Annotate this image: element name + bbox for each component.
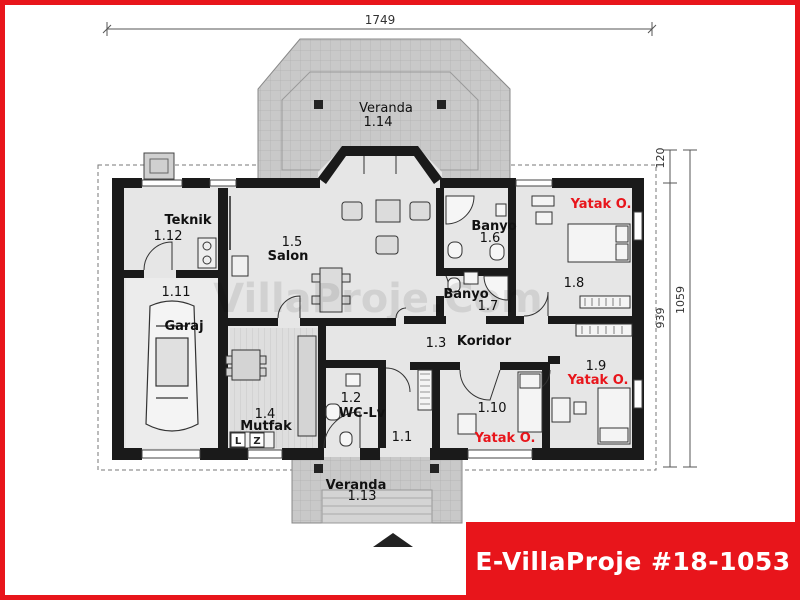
dimension-right-top: 120 bbox=[654, 148, 667, 169]
room-number-mutfak: 1.4 bbox=[255, 407, 276, 422]
boiler-icon bbox=[197, 237, 217, 269]
brand-label: E-VillaProje #18-1053 bbox=[475, 546, 791, 576]
dimension-top-width: 1749 bbox=[365, 13, 396, 27]
room-number-salon: 1.5 bbox=[282, 235, 303, 250]
entrance-arrow-icon bbox=[373, 533, 413, 547]
appliance-label-l: L bbox=[235, 436, 242, 447]
watermark: VillaProje.Com bbox=[213, 276, 542, 322]
pillar-icon bbox=[430, 464, 439, 473]
room-number-garaj: 1.11 bbox=[162, 285, 191, 300]
room-number-yatak-2: 1.9 bbox=[586, 359, 607, 374]
room-number-wc: 1.2 bbox=[341, 391, 362, 406]
windows bbox=[141, 179, 643, 459]
appliance-label-z: Z bbox=[253, 436, 260, 447]
room-name-mutfak: Mutfak bbox=[240, 419, 292, 434]
room-name-salon: Salon bbox=[268, 249, 309, 264]
chimney bbox=[143, 152, 175, 180]
room-name-banyo-1: Banyo bbox=[471, 219, 516, 234]
pillar-icon bbox=[314, 464, 323, 473]
dimension-lines bbox=[102, 22, 697, 468]
room-number-banyo-2: 1.7 bbox=[478, 299, 499, 314]
salon-furniture bbox=[231, 199, 431, 313]
dimension-right-total: 1059 bbox=[674, 286, 687, 314]
fridge-icon bbox=[249, 432, 265, 448]
room-name-wc: WC-Lv bbox=[339, 406, 386, 421]
brand-badge: E-VillaProje #18-1053 bbox=[463, 519, 800, 600]
room-name-yatak-3: Yatak O. bbox=[474, 431, 536, 446]
doors bbox=[143, 156, 551, 449]
room-number-yatak-1: 1.8 bbox=[564, 276, 585, 291]
bed-1-9 bbox=[551, 387, 631, 445]
veranda-top-inner bbox=[281, 71, 479, 171]
room-number-koridor: 1.3 bbox=[426, 336, 447, 351]
pillar-icon bbox=[314, 100, 323, 109]
room-number-veranda-bottom: 1.13 bbox=[348, 489, 377, 504]
washer-icon bbox=[230, 432, 246, 448]
room-name-yatak-2: Yatak O. bbox=[567, 373, 629, 388]
room-name-garaj: Garaj bbox=[164, 319, 203, 334]
room-name-veranda-bottom: Veranda bbox=[326, 478, 387, 493]
room-name-teknik: Teknik bbox=[165, 213, 212, 228]
room-name-veranda-top: Veranda bbox=[359, 101, 413, 116]
car-icon bbox=[145, 300, 199, 432]
bed-1-8 bbox=[531, 195, 631, 263]
wc-fixtures bbox=[325, 373, 361, 447]
room-name-koridor: Koridor bbox=[457, 334, 512, 349]
room-number-yatak-3: 1.10 bbox=[478, 401, 507, 416]
room-labels: Veranda 1.14 1.5 Salon Teknik 1.12 1.11 … bbox=[154, 101, 632, 504]
room-number-veranda-top: 1.14 bbox=[364, 115, 393, 130]
bed-1-10 bbox=[457, 371, 543, 435]
room-name-banyo-2: Banyo bbox=[443, 287, 488, 302]
bath-fixtures bbox=[445, 195, 509, 301]
room-number-banyo-1: 1.6 bbox=[480, 231, 501, 246]
room-number-teknik: 1.12 bbox=[154, 229, 183, 244]
pillar-icon bbox=[437, 100, 446, 109]
room-name-yatak-1: Yatak O. bbox=[570, 197, 632, 212]
dimension-right-main: 939 bbox=[654, 308, 667, 329]
salon-bay bbox=[318, 148, 442, 190]
room-number-hol: 1.1 bbox=[392, 430, 413, 445]
